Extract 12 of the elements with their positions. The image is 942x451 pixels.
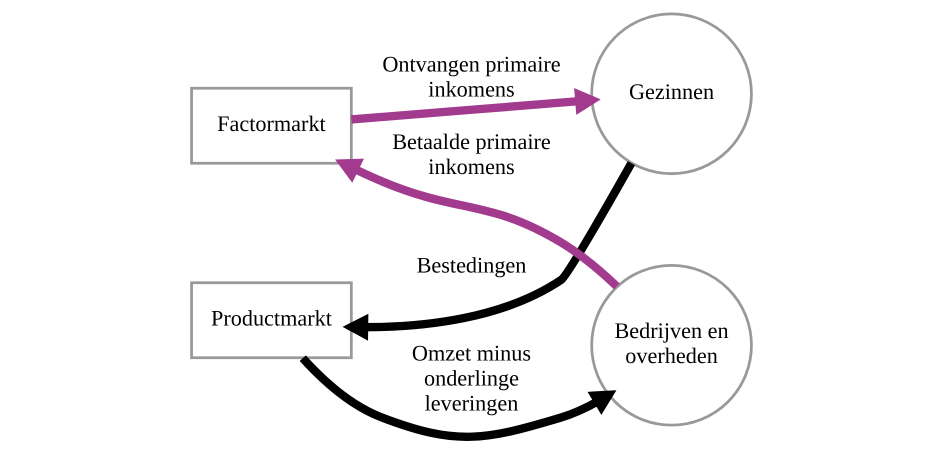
arrow — [350, 88, 600, 124]
arrow — [299, 355, 616, 441]
edge-label: Omzet minus onderlinge leveringen — [411, 340, 531, 416]
node-box: Productmarkt — [190, 281, 352, 360]
arrow — [334, 158, 620, 290]
edge-label: Bestedingen — [416, 252, 526, 278]
node-box: Factormarkt — [190, 86, 352, 165]
arrow — [342, 161, 635, 341]
edge-label: Ontvangen primaire inkomens — [382, 51, 560, 102]
node-circle: Gezinnen — [590, 12, 752, 176]
node-circle: Bedrijven en overheden — [590, 264, 752, 427]
edge-label: Betaalde primaire inkomens — [392, 129, 550, 180]
